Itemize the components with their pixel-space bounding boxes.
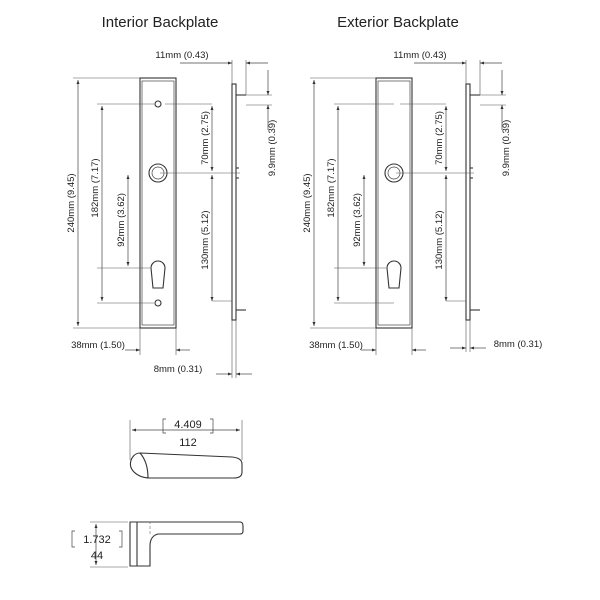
interior-backset: 92mm (3.62)	[116, 193, 127, 247]
interior-cylinder-hole	[150, 260, 166, 289]
lever-handle-top-outline	[129, 452, 243, 479]
exterior-side-profile	[465, 83, 471, 321]
lever-top-view: 4.409 112	[129, 418, 243, 479]
interior-backplate-drawing: Interior Backplate 240mm (9.45) 182mm (7…	[66, 14, 278, 378]
interior-title: Interior Backplate	[102, 14, 219, 31]
exterior-height-total: 240mm (9.45)	[302, 173, 313, 232]
lever-height-inches: 1.732	[83, 534, 111, 546]
interior-width-top: 11mm (0.43)	[155, 50, 208, 61]
interior-hole-spacing: 182mm (7.17)	[90, 158, 101, 217]
exterior-hole-spacing: 182mm (7.17)	[326, 158, 337, 217]
interior-plate-inner-edge	[141, 80, 175, 326]
exterior-plate-inner-edge	[377, 80, 411, 326]
exterior-title: Exterior Backplate	[337, 14, 459, 31]
lever-rose-edge	[139, 452, 149, 479]
interior-plate-outline	[139, 77, 177, 329]
lever-length-mm: 112	[179, 437, 197, 449]
interior-pin-spacing: 9.9mm (0.39)	[267, 120, 278, 177]
interior-top-offset: 70mm (2.75)	[200, 111, 211, 165]
exterior-plate-outline	[375, 77, 413, 329]
exterior-top-offset: 70mm (2.75)	[434, 111, 445, 165]
exterior-depth: 8mm (0.31)	[494, 339, 543, 350]
interior-height-total: 240mm (9.45)	[66, 173, 77, 232]
lever-length-inches: 4.409	[174, 419, 202, 431]
interior-depth: 8mm (0.31)	[154, 364, 203, 375]
exterior-backset: 92mm (3.62)	[352, 193, 363, 247]
interior-lower-offset: 130mm (5.12)	[200, 210, 211, 269]
interior-bottom-screw-hole	[154, 299, 162, 307]
exterior-pin-spacing: 9.9mm (0.39)	[501, 120, 512, 177]
interior-plate-width: 38mm (1.50)	[71, 340, 125, 351]
exterior-width-top: 11mm (0.43)	[393, 50, 446, 61]
exterior-cylinder-hole	[386, 260, 402, 289]
interior-side-profile	[231, 83, 237, 321]
lever-height-mm: 44	[91, 550, 103, 562]
exterior-backplate-drawing: Exterior Backplate 240mm (9.45) 182mm (7…	[302, 14, 542, 355]
exterior-plate-width: 38mm (1.50)	[309, 340, 363, 351]
lever-handle-side-outline	[129, 521, 244, 567]
exterior-lower-offset: 130mm (5.12)	[434, 210, 445, 269]
lever-side-view: 1.732 44	[71, 521, 244, 568]
interior-top-screw-hole	[154, 100, 162, 108]
